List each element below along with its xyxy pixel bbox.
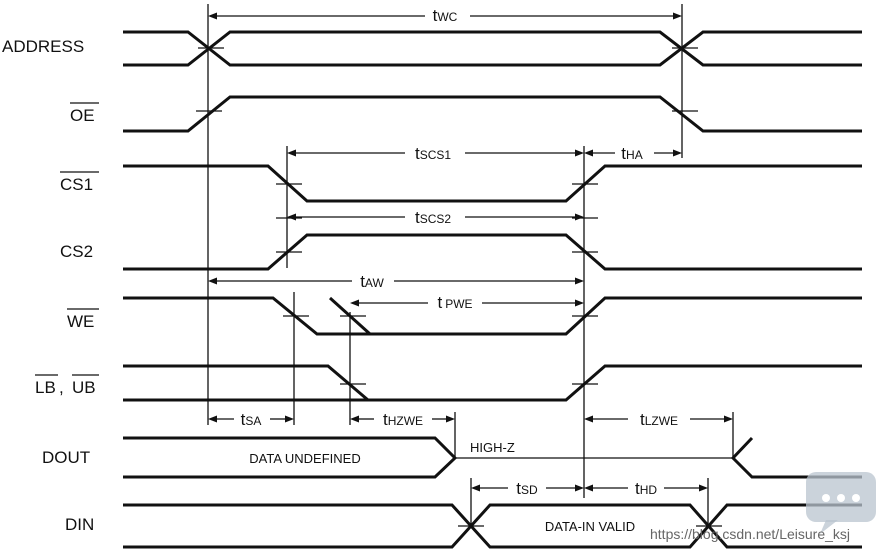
cs1-waveform	[123, 164, 862, 203]
ub-label: UB	[72, 378, 96, 397]
tsd-label: tSD	[516, 479, 538, 498]
address-waveform-lower	[123, 30, 862, 67]
cs1-label: CS1	[60, 175, 93, 194]
thd-dimension	[584, 484, 708, 492]
watermark-text: https://blog.csdn.net/Leisure_ksj	[650, 526, 850, 542]
din-waveform-upper	[123, 503, 862, 549]
twc-dimension	[208, 12, 682, 20]
tsa-dimension	[208, 415, 294, 423]
crossing-ticks	[196, 47, 722, 527]
taw-dimension	[208, 277, 584, 285]
din-waveform-lower	[123, 503, 862, 549]
tha-label: tHA	[621, 144, 642, 163]
watermark-chat-icon	[806, 472, 876, 534]
we-label: WE	[67, 312, 94, 331]
tlzwe-dimension	[584, 415, 733, 423]
twc-label: tWC	[433, 6, 458, 25]
thzwe-label: tHZWE	[383, 410, 423, 429]
lb-ub-waveform	[123, 364, 862, 402]
dout-label: DOUT	[42, 448, 90, 467]
we-waveform-upper	[123, 296, 862, 336]
high-z-note: HIGH-Z	[470, 440, 515, 455]
cs2-label: CS2	[60, 242, 93, 261]
tlzwe-label: tLZWE	[640, 410, 678, 429]
tscs2-label: tSCS2	[415, 208, 451, 227]
tsd-dimension	[471, 484, 584, 492]
tscs1-label: tSCS1	[415, 144, 451, 163]
data-in-valid-note: DATA-IN VALID	[545, 519, 635, 534]
lb-ub-separator: ,	[59, 378, 64, 397]
lb-label: LB	[35, 378, 56, 397]
tsa-label: tSA	[241, 410, 262, 429]
address-label: ADDRESS	[2, 37, 84, 56]
tscs2-dimension	[287, 213, 584, 221]
oe-label: OE	[70, 106, 95, 125]
timing-dimension-arrows	[208, 12, 733, 492]
thd-label: tHD	[635, 479, 657, 498]
oe-waveform	[123, 95, 862, 133]
address-waveform-upper	[123, 30, 862, 67]
cs2-waveform	[123, 233, 862, 271]
dout-valid-waveform	[730, 436, 862, 479]
din-label: DIN	[65, 515, 94, 534]
data-undefined-note: DATA UNDEFINED	[249, 451, 360, 466]
tpwe-dimension	[350, 299, 584, 307]
taw-label: tAW	[360, 272, 384, 291]
thzwe-dimension	[350, 415, 455, 423]
tscs1-dimension	[287, 149, 584, 157]
tha-dimension	[584, 149, 682, 157]
